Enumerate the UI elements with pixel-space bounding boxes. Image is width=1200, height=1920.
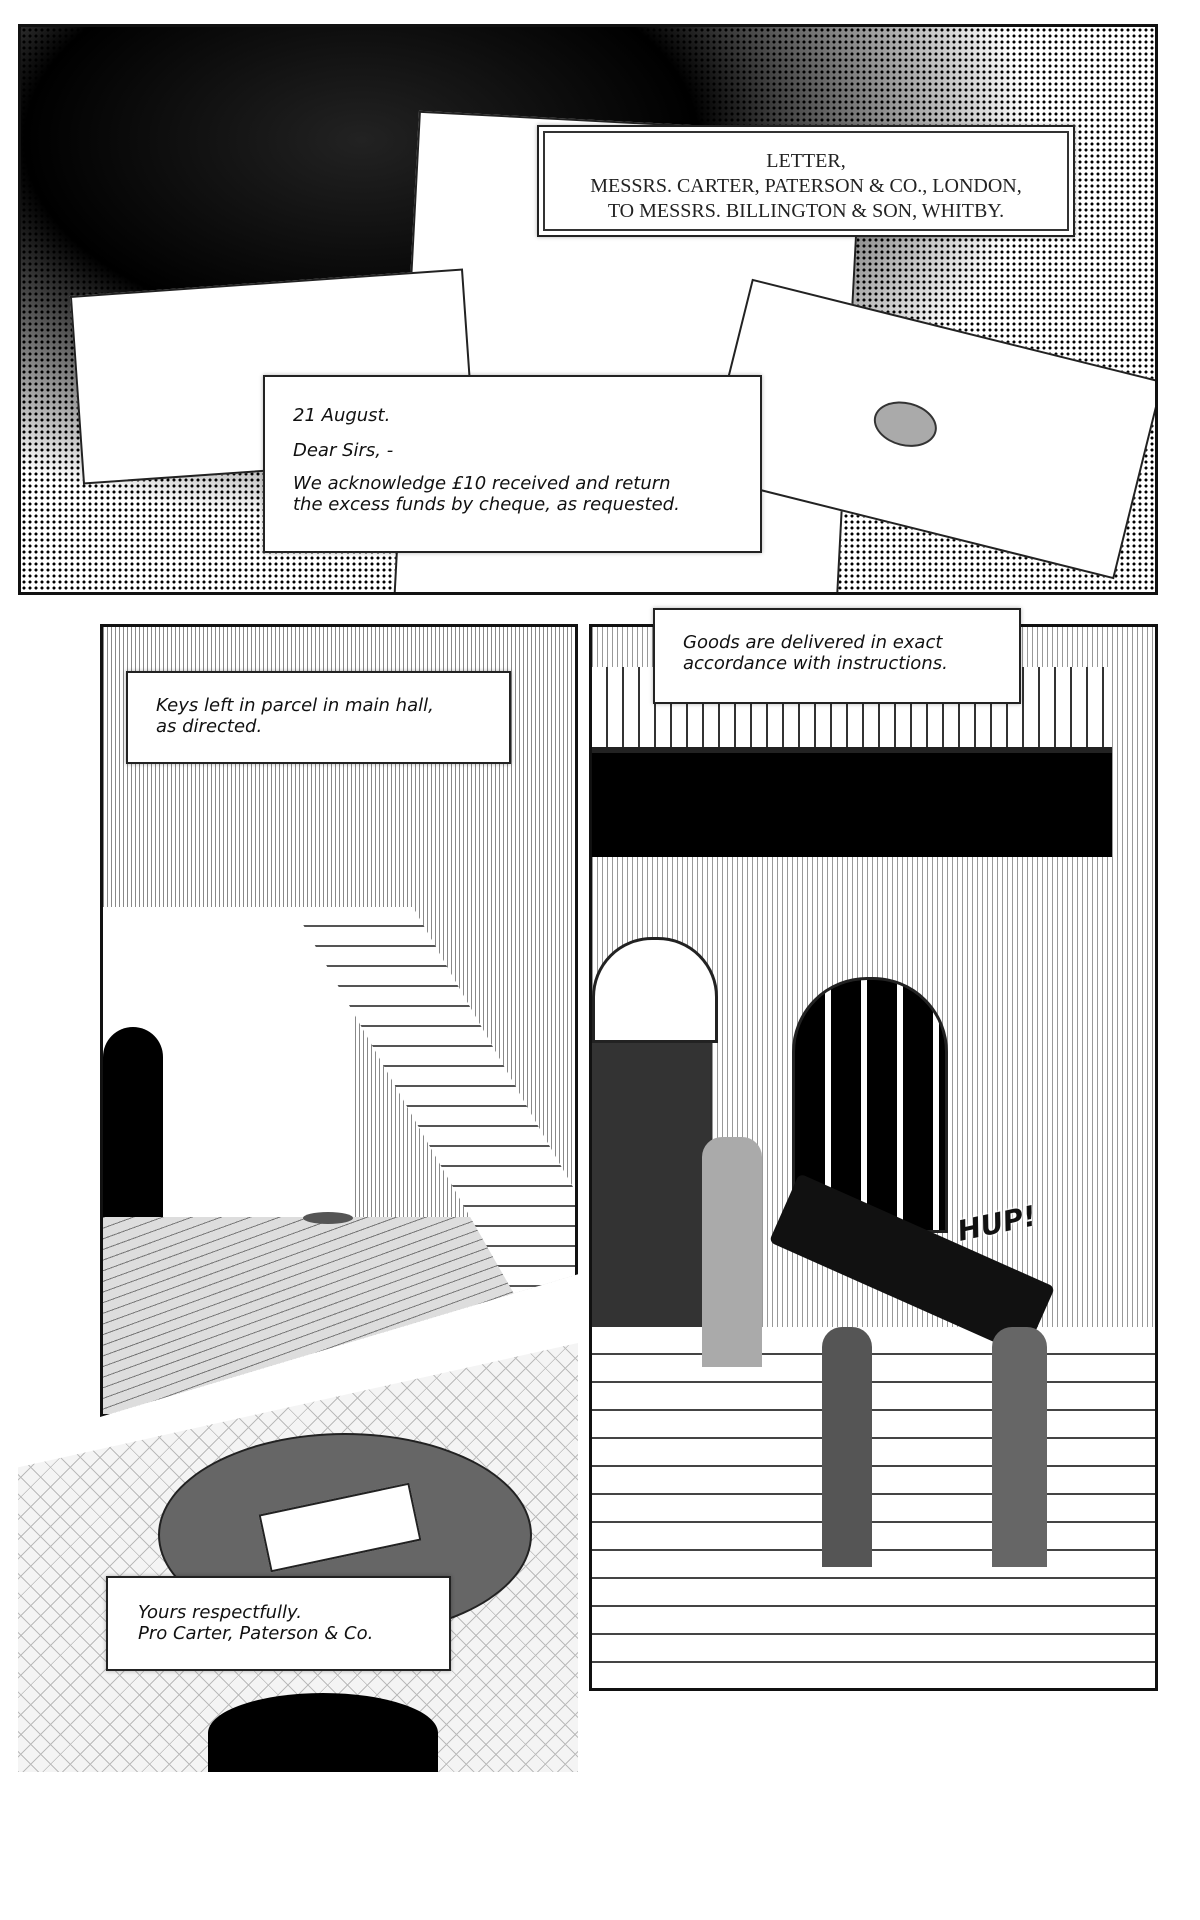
sfx-hup: HUP! [954,1199,1040,1248]
letter-heading-caption: LETTER, MESSRS. CARTER, PATERSON & CO., … [537,125,1075,237]
caption-line: Keys left in parcel in main hall, [156,695,434,716]
panel-delivery: HUP! [589,624,1158,1691]
door-fanlight [592,937,718,1043]
worker-figure [822,1327,872,1567]
entrance-steps [592,1327,1155,1688]
letter-line: We acknowledge £10 received and return [293,473,671,494]
letter-body-caption: 21 August. Dear Sirs, - We acknowledge £… [263,375,762,553]
heading-line: LETTER, [766,150,846,172]
heading-line: TO MESSRS. BILLINGTON & SON, WHITBY. [607,200,1005,222]
wax-seal-icon [868,395,942,454]
side-table [303,1212,353,1224]
double-door [592,1037,712,1327]
worker-figure [992,1327,1047,1567]
table-base [208,1693,438,1772]
delivery-caption: Goods are delivered in exact accordance … [653,608,1021,704]
caption-line: accordance with instructions. [683,653,948,674]
caption-line: Goods are delivered in exact [683,632,943,653]
panel-letters [18,24,1158,595]
closing-caption: Yours respectfully. Pro Carter, Paterson… [106,1576,451,1671]
hall-caption: Keys left in parcel in main hall, as dir… [126,671,511,764]
worker-figure [702,1137,762,1367]
caption-line: Yours respectfully. [138,1602,302,1623]
letter-date: 21 August. [293,405,391,426]
caption-line: Pro Carter, Paterson & Co. [138,1623,374,1644]
balcony-underside [592,747,1112,857]
heading-line: MESSRS. CARTER, PATERSON & CO., LONDON, [590,175,1022,197]
letter-line: the excess funds by cheque, as requested… [293,494,680,515]
archway [103,1027,163,1217]
letter-salutation: Dear Sirs, - [293,440,394,461]
caption-line: as directed. [156,716,263,737]
